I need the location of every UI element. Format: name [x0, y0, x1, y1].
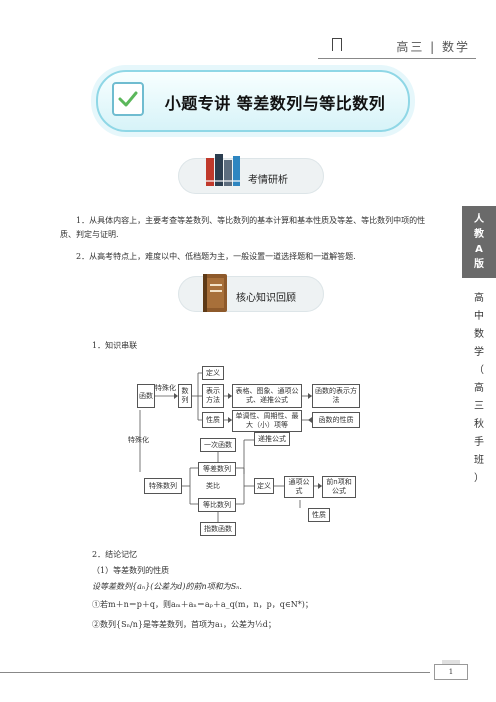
clipboard-check-icon: [112, 82, 144, 116]
banner-title: 小题专讲 等差数列与等比数列: [164, 94, 386, 113]
diagram-property-2: 性质: [308, 508, 330, 522]
analysis-paragraph-2: 2．从高考特点上，难度以中、低档题为主，一般设置一道选择题和一道解答题.: [76, 252, 356, 261]
conclusion-line-3: ②数列{Sₙ/n}是等差数列，首项为a₁，公差为½d；: [92, 620, 276, 629]
diagram-representation-detail: 表格、图象、通项公式、递推公式: [232, 384, 302, 408]
diagram-arithmetic-sequence: 等差数列: [198, 462, 236, 476]
diagram-specialize-2: 特殊化: [128, 436, 149, 444]
diagram-definition-2: 定义: [254, 478, 274, 494]
diagram-specialize-1: 特殊化: [155, 384, 176, 392]
page-number-tab: [442, 660, 460, 664]
diagram-analogy: 类比: [206, 482, 220, 490]
diagram-property: 性质: [202, 412, 224, 428]
section-exam-analysis: [178, 158, 324, 194]
diagram-definition: 定义: [202, 366, 224, 380]
conclusion-heading: 2．结论记忆: [92, 550, 138, 559]
course-vertical-label: 高 中 数 学 （ 高 三 秋 手 班 ）: [474, 293, 484, 484]
diagram-function-property: 函数的性质: [312, 412, 360, 428]
footer-divider: [0, 672, 430, 673]
books-icon: [206, 154, 240, 186]
notebook-icon: [203, 274, 227, 312]
diagram-special-sequence: 特殊数列: [144, 478, 182, 494]
diagram-function-representation: 函数的表示方法: [312, 384, 360, 408]
diagram-function: 函数: [137, 384, 155, 408]
diagram-geometric-sequence: 等比数列: [198, 498, 236, 512]
header-divider: [318, 58, 476, 59]
diagram-linear-function: 一次函数: [200, 438, 236, 452]
section-core-knowledge: [178, 276, 324, 312]
page-number: 1: [434, 664, 468, 680]
edition-tab-label: 人 教 A 版: [474, 214, 484, 270]
diagram-sequence: 数列: [178, 384, 192, 408]
header-title: 高三 | 数学: [396, 40, 470, 54]
diagram-recursive-formula: 递推公式: [254, 432, 290, 446]
title-banner: 小题专讲 等差数列与等比数列: [96, 70, 410, 132]
diagram-general-term: 通项公式: [284, 476, 314, 498]
knowledge-heading: 1．知识串联: [92, 341, 138, 350]
page-header: 高三 | 数学: [0, 0, 496, 62]
conclusion-line-2: ①若m＋n＝p＋q，则aₘ＋aₙ＝aₚ＋a_q(m，n，p，q∈N*)；: [92, 600, 313, 609]
section-title-knowledge: 核心知识回顾: [236, 293, 296, 304]
section-title-analysis: 考情研析: [248, 175, 288, 186]
diagram-representation: 表示方法: [202, 384, 224, 408]
edition-tab: 人 教 A 版: [462, 206, 496, 278]
diagram-property-detail: 单调性、周期性、最大（小）项等: [232, 410, 302, 432]
conclusion-subheading: （1）等差数列的性质: [92, 566, 170, 575]
diagram-exponential-function: 指数函数: [200, 522, 236, 536]
bookmark-icon: [332, 38, 342, 55]
conclusion-line-1: 设等差数列{aₙ}(公差为d)的前n项和为Sₙ.: [92, 582, 242, 591]
diagram-sum-formula: 前n项和公式: [322, 476, 356, 498]
analysis-paragraph-1: 1．从具体内容上，主要考查等差数列、等比数列的基本计算和基本性质及等差、等比数列…: [60, 216, 426, 239]
